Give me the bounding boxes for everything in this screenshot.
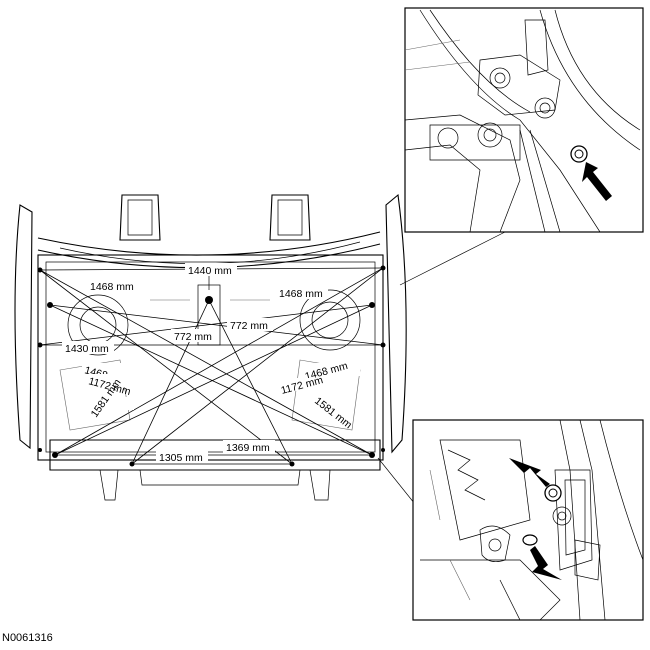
dim-772-lower: 772 mm xyxy=(174,331,212,343)
dim-1430: 1430 mm xyxy=(65,343,109,355)
dim-772-upper: 772 mm xyxy=(230,320,268,332)
arrow-pointer-icon xyxy=(509,458,550,487)
dim-1468-right-upper: 1468 mm xyxy=(279,288,323,300)
bolt-icon xyxy=(544,484,562,502)
dimension-labels: 1440 mm 1468 mm 1468 mm 772 mm 772 mm 14… xyxy=(62,263,360,464)
bolt-icon xyxy=(570,145,588,163)
arrow-pointer-icon xyxy=(530,546,562,580)
dim-1172-right: 1172 mm xyxy=(280,374,325,397)
arrow-pointer-icon xyxy=(582,162,612,201)
dim-1468-left: 1468 mm xyxy=(90,281,134,293)
dim-1305: 1305 mm xyxy=(159,452,203,464)
bolt-icon xyxy=(522,534,538,546)
dim-1440: 1440 mm xyxy=(188,265,232,277)
upper-detail-inset xyxy=(404,7,644,233)
lower-detail-inset xyxy=(412,419,644,621)
figure-code: N0061316 xyxy=(2,632,53,644)
dim-1369: 1369 mm xyxy=(226,442,270,454)
